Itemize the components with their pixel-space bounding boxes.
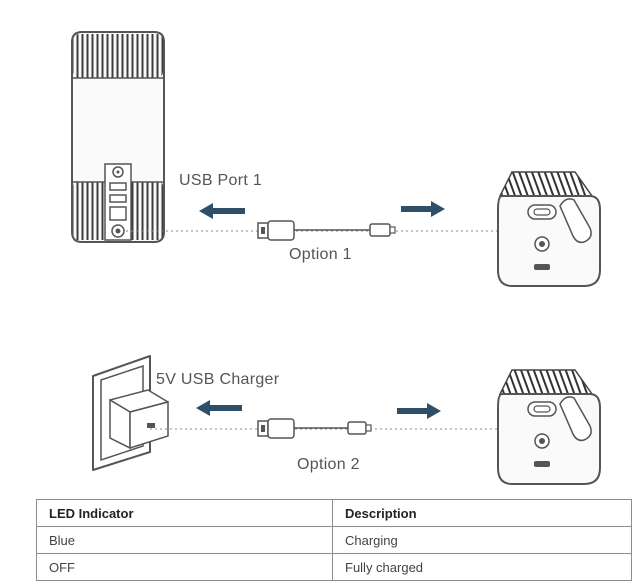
usb-cable-icon <box>257 418 372 439</box>
arrow-left-icon <box>199 203 245 219</box>
arrow-right-icon <box>401 201 445 217</box>
table-cell: Fully charged <box>332 553 632 581</box>
wall-charger-icon <box>92 355 169 471</box>
homebase-device-icon <box>71 31 165 243</box>
usb-port-label: USB Port 1 <box>179 172 263 189</box>
column-header: Description <box>332 499 632 527</box>
illustration <box>71 31 601 485</box>
battery-camera-icon <box>497 171 601 287</box>
table-header-row: LED Indicator Description <box>36 499 632 527</box>
table-cell: Charging <box>332 526 632 554</box>
arrow-right-icon <box>397 403 441 419</box>
arrow-left-icon <box>196 400 242 416</box>
option-2-label: Option 2 <box>297 456 360 473</box>
table-row: Blue Charging <box>36 526 632 554</box>
table-cell: Blue <box>36 526 333 554</box>
charger-label: 5V USB Charger <box>156 371 280 388</box>
battery-camera-icon <box>497 369 601 485</box>
led-indicator-table: LED Indicator Description Blue Charging … <box>36 499 632 581</box>
table-cell: OFF <box>36 553 333 581</box>
usb-cable-icon <box>257 220 396 241</box>
table-row: OFF Fully charged <box>36 553 632 581</box>
option-1-label: Option 1 <box>289 246 352 263</box>
column-header: LED Indicator <box>36 499 333 527</box>
